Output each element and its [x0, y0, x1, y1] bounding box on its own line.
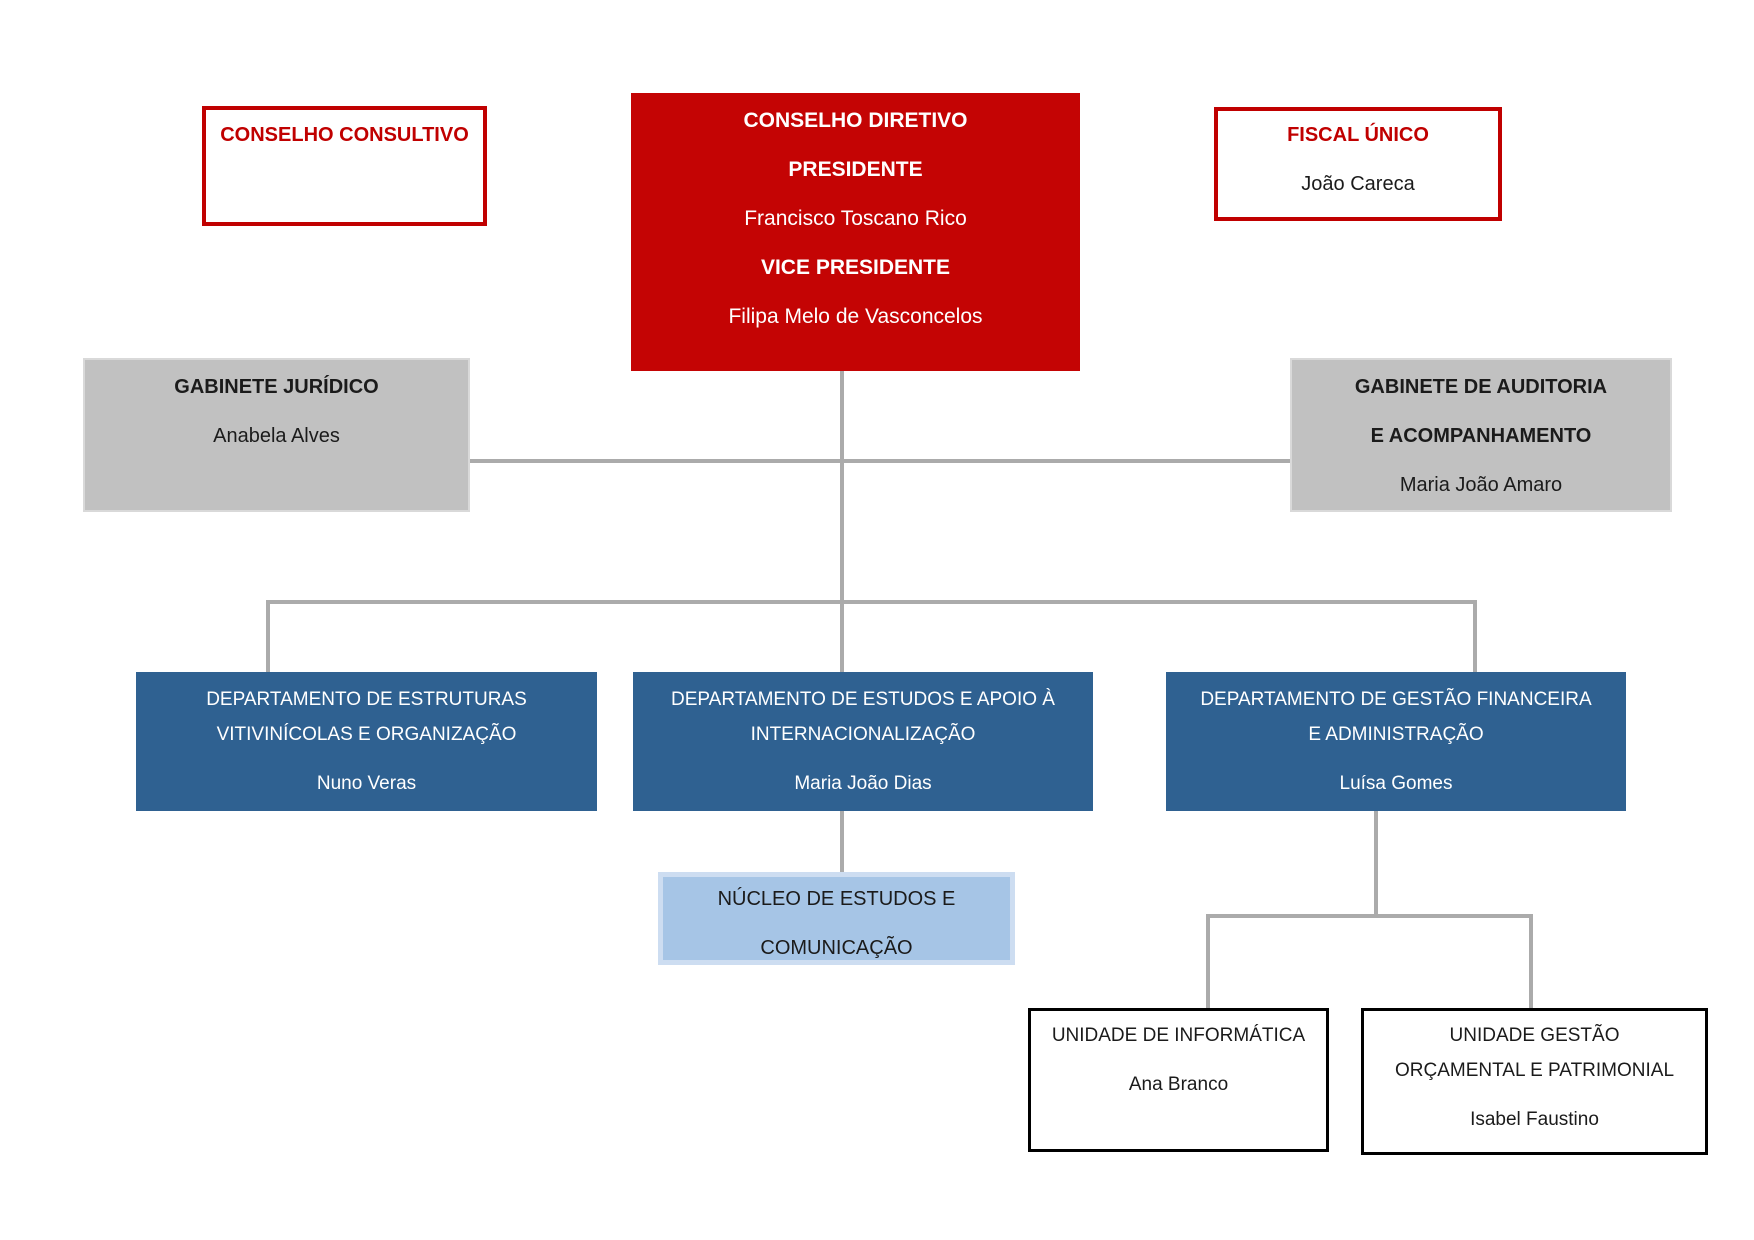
box-unidade-informatica: UNIDADE DE INFORMÁTICA Ana Branco [1028, 1008, 1329, 1152]
gabinete-auditoria-name: Maria João Amaro [1399, 474, 1563, 496]
gabinete-auditoria-title-line2: E ACOMPANHAMENTO [1370, 425, 1592, 447]
connector-drop-unidade-gestao [1529, 914, 1533, 1008]
fiscal-unico-name: João Careca [1301, 173, 1415, 195]
box-fiscal-unico: FISCAL ÚNICO João Careca [1214, 107, 1502, 221]
conselho-consultivo-title: CONSELHO CONSULTIVO [220, 124, 469, 146]
dept-estudos-name: Maria João Dias [794, 773, 932, 794]
box-dept-estudos: DEPARTAMENTO DE ESTUDOS E APOIO À INTERN… [633, 672, 1093, 811]
presidente-name: Francisco Toscano Rico [744, 207, 967, 230]
fiscal-unico-title: FISCAL ÚNICO [1287, 124, 1429, 146]
box-dept-estruturas: DEPARTAMENTO DE ESTRUTURAS VITIVINÍCOLAS… [136, 672, 597, 811]
unidade-gestao-name: Isabel Faustino [1470, 1109, 1599, 1130]
dept-estruturas-name: Nuno Veras [316, 773, 417, 794]
dept-estruturas-title-line2: VITIVINÍCOLAS E ORGANIZAÇÃO [216, 724, 517, 745]
connector-dept-estudos-to-nucleo [840, 811, 844, 872]
connector-drop-dept-gestao [1473, 600, 1477, 672]
connector-unidades-horizontal [1206, 914, 1533, 918]
unidade-informatica-title: UNIDADE DE INFORMÁTICA [1051, 1025, 1306, 1046]
unidade-informatica-name: Ana Branco [1128, 1074, 1229, 1095]
box-gabinete-auditoria: GABINETE DE AUDITORIA E ACOMPANHAMENTO M… [1290, 358, 1672, 512]
connector-drop-dept-estruturas [266, 600, 270, 672]
presidente-label: PRESIDENTE [788, 158, 923, 181]
box-nucleo-estudos: NÚCLEO DE ESTUDOS E COMUNICAÇÃO [658, 872, 1015, 965]
nucleo-title-line1: NÚCLEO DE ESTUDOS E [717, 888, 956, 910]
box-unidade-gestao: UNIDADE GESTÃO ORÇAMENTAL E PATRIMONIAL … [1361, 1008, 1708, 1155]
conselho-diretivo-title: CONSELHO DIRETIVO [743, 109, 968, 132]
connector-departments-horizontal [266, 600, 1477, 604]
dept-gestao-title-line2: E ADMINISTRAÇÃO [1308, 724, 1484, 745]
connector-gabinetes-horizontal [470, 459, 1290, 463]
box-dept-gestao: DEPARTAMENTO DE GESTÃO FINANCEIRA E ADMI… [1166, 672, 1626, 811]
connector-drop-unidade-informatica [1206, 914, 1210, 1008]
gabinete-auditoria-title-line1: GABINETE DE AUDITORIA [1354, 376, 1608, 398]
dept-gestao-name: Luísa Gomes [1339, 773, 1453, 794]
gabinete-juridico-name: Anabela Alves [213, 425, 340, 447]
box-gabinete-juridico: GABINETE JURÍDICO Anabela Alves [83, 358, 470, 512]
vice-presidente-name: Filipa Melo de Vasconcelos [728, 305, 983, 328]
nucleo-title-line2: COMUNICAÇÃO [760, 937, 913, 959]
connector-dept-gestao-down [1374, 811, 1378, 916]
unidade-gestao-title-line2: ORÇAMENTAL E PATRIMONIAL [1394, 1060, 1675, 1081]
gabinete-juridico-title: GABINETE JURÍDICO [174, 376, 379, 398]
dept-estruturas-title-line1: DEPARTAMENTO DE ESTRUTURAS [206, 689, 527, 710]
box-conselho-diretivo: CONSELHO DIRETIVO PRESIDENTE Francisco T… [631, 93, 1080, 371]
dept-estudos-title-line1: DEPARTAMENTO DE ESTUDOS E APOIO À [671, 689, 1055, 710]
connector-diretivo-vertical [840, 371, 844, 672]
dept-estudos-title-line2: INTERNACIONALIZAÇÃO [750, 724, 976, 745]
box-conselho-consultivo: CONSELHO CONSULTIVO [202, 106, 487, 226]
dept-gestao-title-line1: DEPARTAMENTO DE GESTÃO FINANCEIRA [1200, 689, 1592, 710]
unidade-gestao-title-line1: UNIDADE GESTÃO [1449, 1025, 1620, 1046]
vice-presidente-label: VICE PRESIDENTE [760, 256, 951, 279]
